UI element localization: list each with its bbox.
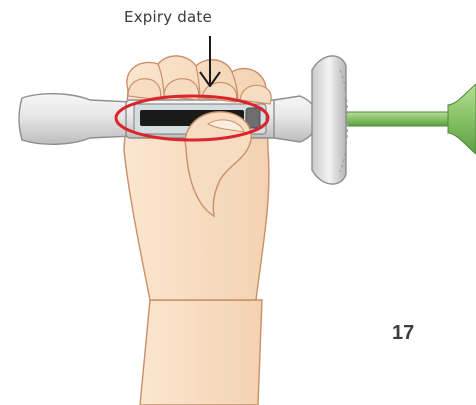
- plunger-rod: [330, 84, 476, 154]
- page-number: 17: [392, 322, 414, 345]
- expiry-date-label: Expiry date: [108, 8, 228, 26]
- wrist: [140, 300, 262, 405]
